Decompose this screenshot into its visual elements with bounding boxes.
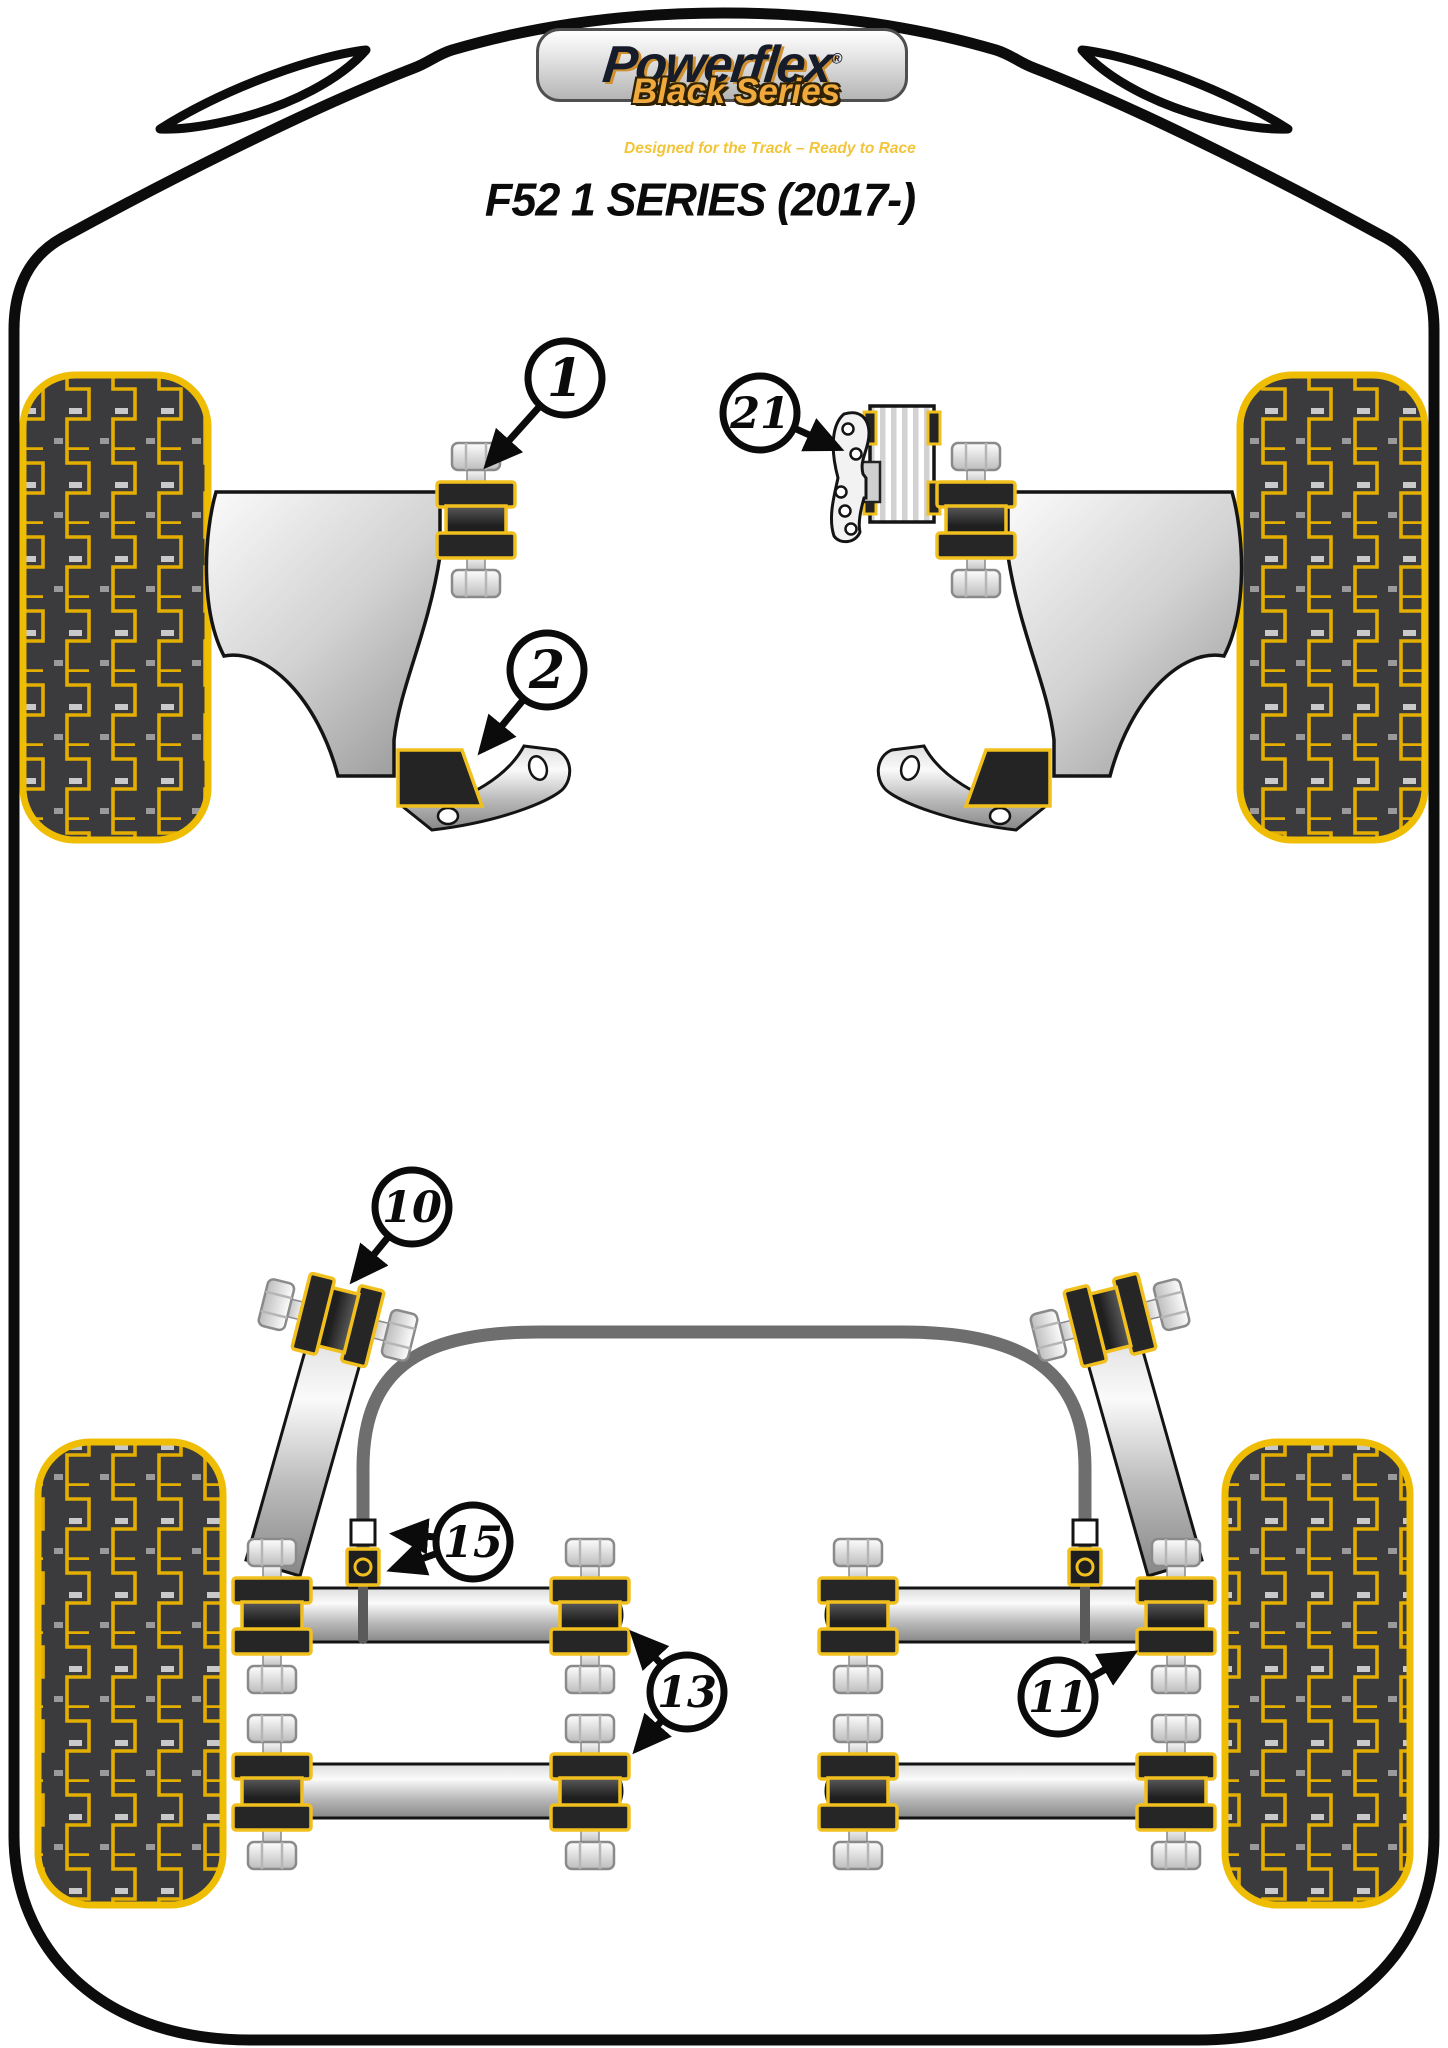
rear-anti-roll-bar: [356, 1325, 1092, 1552]
black-series-label: Black Series: [632, 72, 841, 111]
callout-1-label: 1: [547, 348, 583, 409]
tire-rear-right: [1221, 1438, 1414, 1909]
headlight-left-outline: [155, 45, 371, 134]
front-control-arm-right: [1006, 490, 1244, 778]
tire-rear-left: [34, 1438, 227, 1909]
headlight-right-outline: [1077, 45, 1293, 134]
tire-front-left: [19, 371, 212, 844]
powerflex-logo: Powerflex® Black Series Designed for the…: [536, 28, 916, 157]
arb-clamp-left: [345, 1518, 381, 1587]
registered-mark: ®: [830, 50, 843, 68]
callout-11: 11: [1017, 1650, 1139, 1738]
brand-tagline: Designed for the Track – Ready to Race: [624, 140, 916, 157]
callout-11-label: 11: [1028, 1673, 1088, 1723]
callout-13: 13: [629, 1629, 728, 1755]
tire-front-right: [1236, 371, 1429, 844]
callout-10: 10: [349, 1166, 453, 1285]
front-arm-rear-bushing-right: [963, 748, 1052, 808]
arb-clamp-right: [1067, 1518, 1103, 1587]
callout-13-label: 13: [657, 1668, 717, 1718]
page-title: F52 1 SERIES (2017-): [484, 172, 916, 226]
front-arm-rear-bracket-left: [396, 744, 572, 832]
front-control-arm-left: [204, 490, 442, 778]
transmission-mount: [830, 404, 942, 544]
callout-15-label: 15: [443, 1518, 503, 1568]
callout-1: 1: [483, 337, 606, 470]
mount-bushing-tr: [926, 410, 942, 446]
car-body-outline: [8, 7, 1440, 2046]
powerflex-logo-box: Powerflex®: [536, 28, 908, 102]
callout-2: 2: [477, 629, 588, 756]
callout-21: 21: [719, 372, 845, 454]
front-arm-rear-bushing-left: [396, 748, 485, 808]
callout-21-label: 21: [729, 389, 790, 439]
callout-2-label: 2: [528, 640, 565, 701]
callout-15: 15: [386, 1501, 514, 1583]
callout-10-label: 10: [382, 1183, 442, 1233]
front-arm-rear-bracket-right: [876, 744, 1052, 832]
